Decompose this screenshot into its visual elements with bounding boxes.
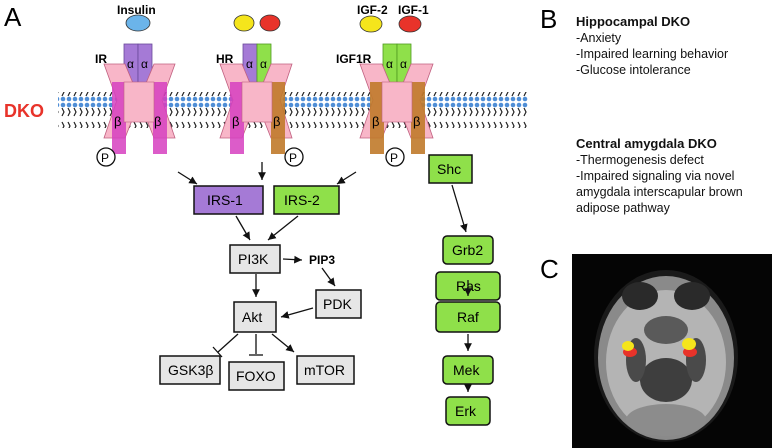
grb2-box [442,235,494,265]
arrow-irs1-to-pi3k [235,215,251,241]
amygdala-item: amygdala interscapular brown [576,185,743,199]
mtor-label: mTOR [304,362,345,378]
ir-label: IR [95,52,107,66]
igf1-label: IGF-1 [398,3,429,17]
amygdala-highlight-right-yellow [682,338,696,350]
receptor-hr [219,43,293,154]
pdk-box [315,289,362,319]
erk-box [445,396,491,426]
hr-beta-right: β [273,114,280,129]
hr-phospho-circle [284,147,304,167]
hippocampal-dko-block: Hippocampal DKO -Anxiety -Impaired learn… [576,14,772,78]
inhibit-akt-gsk3b [217,333,239,353]
irs1-box [193,185,264,215]
panel-b-text: Hippocampal DKO -Anxiety -Impaired learn… [576,14,772,216]
foxo-box [228,361,285,391]
amygdala-dko-title: Central amygdala DKO [576,136,717,151]
amygdala-item: adipose pathway [576,201,670,215]
foxo-label: FOXO [236,368,276,384]
amygdala-item: -Thermogenesis defect [576,153,704,167]
hr-beta-left: β [232,114,239,129]
arrow-pip3-to-pdk [321,267,336,287]
grb2-label: Grb2 [452,242,483,258]
igf2-label: IGF-2 [357,3,388,17]
igf1r-beta-left: β [372,114,379,129]
igf2-ligand [359,15,383,33]
erk-label: Erk [455,403,477,419]
hr-ligand-yellow [233,14,255,32]
mek-box [442,355,494,385]
pi3k-label: PI3K [238,251,269,267]
irs1-label: IRS-1 [207,192,243,208]
arrow-irs2-to-pi3k [267,215,299,241]
amygdala-item: -Impaired signaling via novel [576,169,735,183]
hr-label: HR [216,52,234,66]
hippocampal-dko-title: Hippocampal DKO [576,14,691,29]
pdk-label: PDK [323,296,352,312]
akt-label: Akt [242,309,262,325]
akt-box [233,301,277,333]
pi3k-box [229,244,281,274]
arrow-ir-to-irs1 [177,171,198,185]
insulin-ligand [125,14,151,32]
ir-beta-left: β [114,114,121,129]
igf1r-phospho-circle [385,147,405,167]
arrow-igf1r-to-irs2 [336,171,357,185]
hr-alpha-right: α [260,57,267,71]
igf1r-beta-right: β [413,114,420,129]
igf1r-alpha-right: α [400,57,407,71]
raf-label: Raf [457,309,479,325]
gsk3b-label: GSK3β [168,362,213,378]
ir-phospho-circle [96,147,116,167]
hippocampal-item: -Impaired learning behavior [576,47,729,61]
raf-box [435,301,501,333]
igf1r-phospho-label: P [390,151,398,165]
mek-label: Mek [453,362,480,378]
gsk3b-box [159,355,221,385]
amygdala-dko-block: Central amygdala DKO -Thermogenesis defe… [576,136,772,216]
pip3-label: PIP3 [309,253,335,267]
hippocampal-item: -Anxiety [576,31,622,45]
panel-c-letter: C [540,254,559,284]
dko-label: DKO [4,101,44,121]
hippocampal-item: -Glucose intolerance [576,63,691,77]
panel-a-letter: A [4,2,22,32]
arrow-pi3k-to-pip3 [282,255,303,264]
ir-alpha-right: α [141,57,148,71]
arrow-shc-to-grb2 [451,184,468,233]
hr-ligand-red [259,14,281,32]
mtor-box [296,355,355,385]
arrow-pdk-to-akt [280,307,314,319]
brain-mri-image [572,254,772,448]
shc-box [428,154,473,184]
ir-beta-right: β [154,114,161,129]
shc-label: Shc [437,161,461,177]
ir-phospho-label: P [101,151,109,165]
hr-alpha-left: α [246,57,253,71]
igf1r-alpha-left: α [386,57,393,71]
igf1-ligand [398,15,422,33]
insulin-label: Insulin [117,3,156,17]
receptor-igf1r [359,43,434,154]
irs2-label: IRS-2 [284,192,320,208]
amygdala-highlight-left-yellow [622,341,634,351]
panel-b-letter: B [540,4,557,34]
ir-alpha-left: α [127,57,134,71]
igf1r-label: IGF1R [336,52,372,66]
irs2-box [273,185,340,215]
hr-phospho-label: P [289,151,297,165]
arrow-akt-to-mtor [271,333,295,353]
receptor-ir [103,43,176,154]
